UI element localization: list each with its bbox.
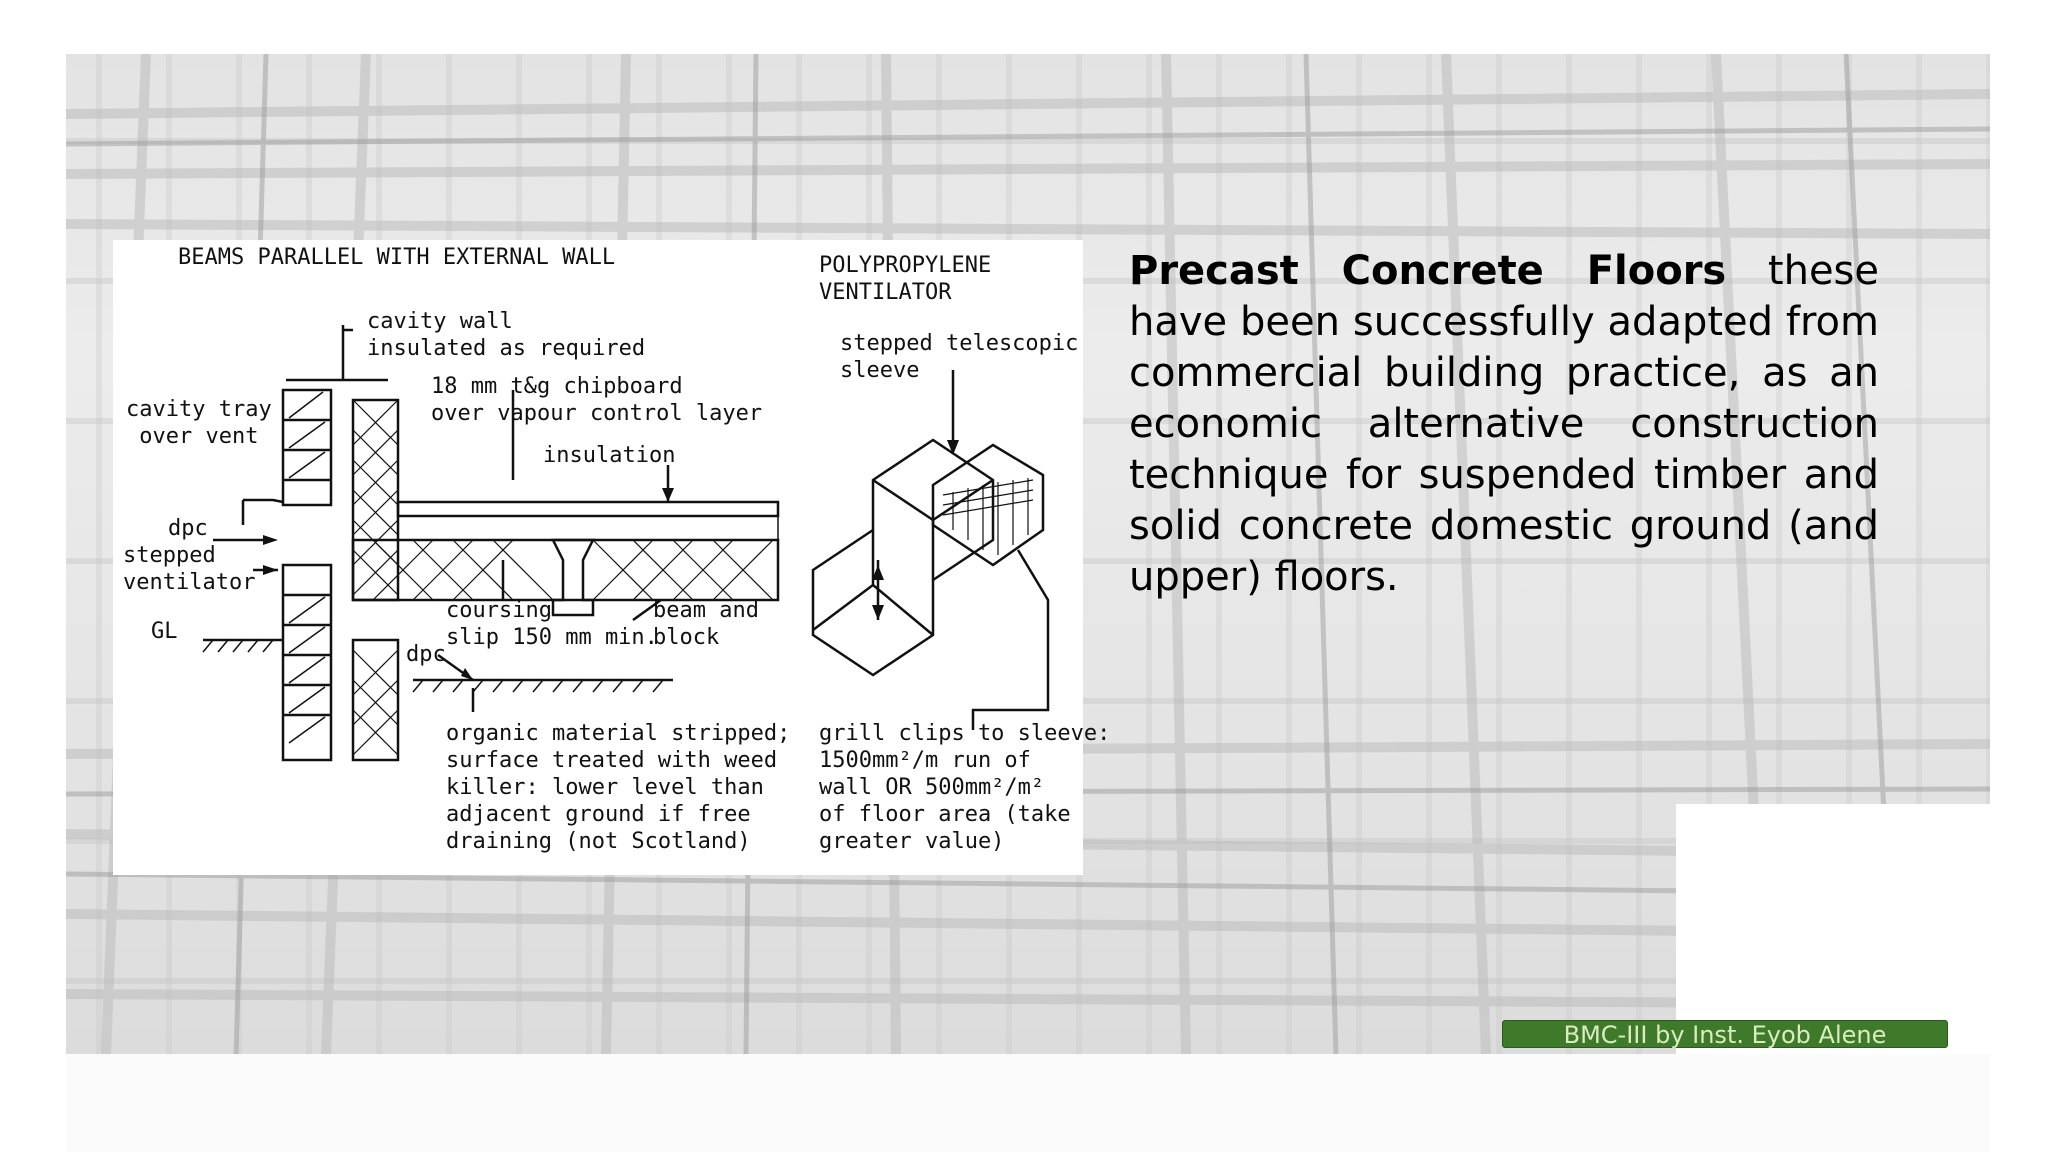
label-cavity-tray: cavity tray over vent xyxy=(126,397,272,449)
bottom-margin xyxy=(66,1054,1990,1152)
label-dpc-upper: dpc xyxy=(168,516,208,541)
label-dpc-lower: dpc xyxy=(406,642,446,667)
body-text: these have been successfully adapted fro… xyxy=(1129,248,1879,600)
label-stepped-ventilator: stepped ventilator xyxy=(123,543,256,595)
footer-credit-badge: BMC-III by Inst. Eyob Alene xyxy=(1502,1020,1948,1049)
label-beam-block: beam and block xyxy=(653,598,759,650)
diagram-right-title: POLYPROPYLENE VENTILATOR xyxy=(819,253,992,305)
label-cavity-wall: cavity wall insulated as required xyxy=(367,309,646,361)
label-gl: GL xyxy=(151,619,178,644)
label-insulation: insulation xyxy=(543,443,676,468)
label-organic: organic material stripped; surface treat… xyxy=(446,721,791,854)
construction-detail-diagram: BEAMS PARALLEL WITH EXTERNAL WALL POLYPR… xyxy=(113,240,1110,875)
body-bold-lead: Precast Concrete Floors xyxy=(1129,248,1727,294)
body-paragraph: Precast Concrete Floors these have been … xyxy=(1129,246,1879,603)
label-sleeve: stepped telescopic sleeve xyxy=(840,331,1079,383)
blank-white-block xyxy=(1676,804,1990,1054)
diagram-drawing xyxy=(202,325,1050,762)
label-chipboard: 18 mm t&g chipboard over vapour control … xyxy=(431,374,763,426)
label-grill: grill clips to sleeve: 1500mm²/m run of … xyxy=(819,721,1111,854)
label-coursing-slip: coursing slip 150 mm min. xyxy=(446,598,658,650)
diagram-left-title: BEAMS PARALLEL WITH EXTERNAL WALL xyxy=(178,245,616,270)
